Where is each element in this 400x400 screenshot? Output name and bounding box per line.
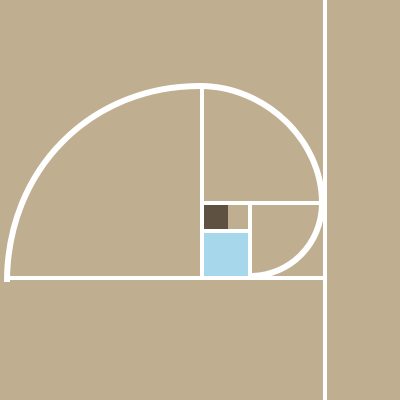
blue-square	[204, 233, 248, 276]
dark-square	[204, 205, 228, 229]
rectangle-subdivision-lines	[5, 0, 327, 400]
golden-spiral-curve	[4, 82, 326, 283]
